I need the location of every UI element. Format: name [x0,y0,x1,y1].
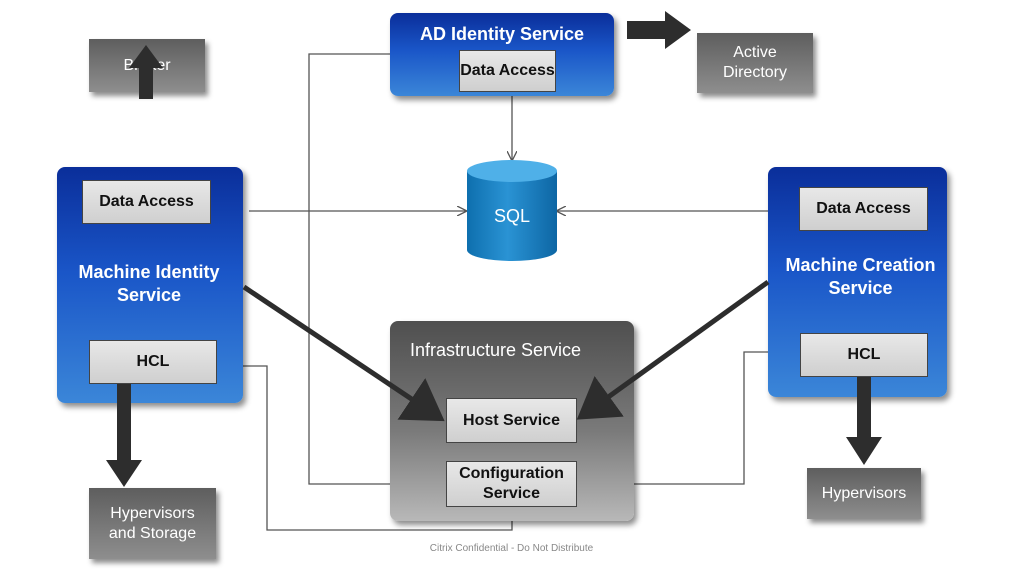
mcs-hcl: HCL [800,333,928,377]
sql-cylinder-body [467,171,557,261]
active-directory-box: Active Directory [697,33,813,93]
broker-up-arrow [129,45,163,99]
mis-data-access: Data Access [82,180,211,224]
ad-to-directory-arrow [627,11,691,49]
mis-title: Machine Identity Service [78,262,220,305]
hypervisors-storage-box: Hypervisors and Storage [89,488,216,559]
mis-to-host-arrow [242,284,445,422]
mcs-title: Machine Creation Service [785,255,936,298]
configuration-service: Configuration Service [446,461,577,507]
mis-hcl-down-arrow [106,384,142,487]
mcs-data-access: Data Access [799,187,928,231]
mcs-to-config-line [577,351,768,484]
ad-to-config-line [308,53,446,484]
mcs-hcl-down-arrow [846,377,882,465]
hypervisors-box: Hypervisors [807,468,921,519]
footer-confidential: Citrix Confidential - Do Not Distribute [429,543,594,554]
mis-hcl: HCL [89,340,217,384]
host-service: Host Service [446,398,577,443]
ad-identity-service: AD Identity Service Data Access [390,13,614,96]
mis-to-config-line [243,365,512,531]
machine-creation-service: Data Access Machine Creation Service HCL [768,167,947,397]
sql-cylinder-top [467,160,557,182]
mcs-to-host-arrow [576,279,770,420]
sql-label: SQL [493,206,531,226]
ad-identity-title: AD Identity Service [419,24,585,44]
infrastructure-title: Infrastructure Service [410,340,582,360]
ad-data-access: Data Access [459,50,556,92]
machine-identity-service: Data Access Machine Identity Service HCL [57,167,243,403]
